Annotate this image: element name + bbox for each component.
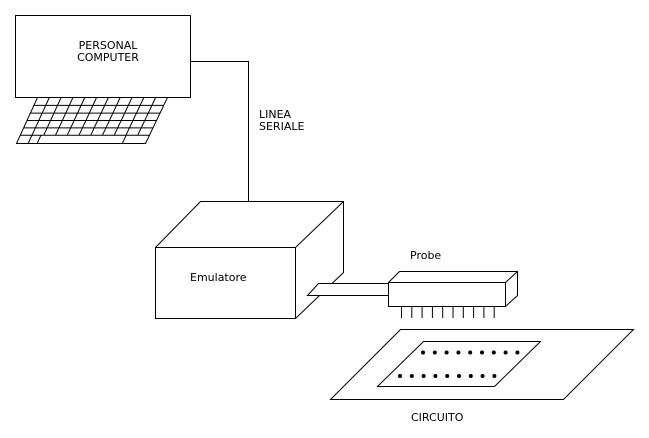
keyboard-key-line xyxy=(43,97,62,136)
serial-label-line2: SERIALE xyxy=(259,120,305,133)
keyboard-icon xyxy=(15,97,169,144)
chip-pin-dot xyxy=(480,374,485,378)
keyboard-key-line xyxy=(125,97,145,136)
keyboard-space-line xyxy=(121,135,127,144)
pc-label-line2: COMPUTER xyxy=(77,51,139,64)
probe-pins xyxy=(401,307,495,318)
pc-label-line1: PERSONAL xyxy=(78,39,138,52)
keyboard-key-line xyxy=(31,97,50,136)
circuit-label: CIRCUITO xyxy=(411,411,464,424)
keyboard-key-line xyxy=(90,97,109,136)
chip-pin-dot xyxy=(492,374,497,378)
keyboard-key-line xyxy=(78,97,98,136)
chip xyxy=(376,341,542,387)
chip-pin-dot xyxy=(398,374,402,378)
serial-label: LINEA SERIALE xyxy=(259,109,304,133)
chip-pin-dot xyxy=(491,350,496,355)
chip-pin-dot xyxy=(468,350,473,355)
chip-pin-dot xyxy=(515,350,520,355)
chip-pin-dot xyxy=(433,374,438,378)
keyboard-key-line xyxy=(102,97,121,136)
personal-computer xyxy=(15,15,191,144)
keyboard-space-line xyxy=(27,135,33,144)
keyboard-key-line xyxy=(66,97,86,136)
keyboard-space-line xyxy=(36,135,42,144)
probe xyxy=(388,271,518,318)
chip-pin-dot xyxy=(456,350,461,355)
emulator-box xyxy=(155,201,344,319)
keyboard-key-line xyxy=(137,97,157,136)
circuit-board xyxy=(329,329,635,400)
chip-pin-dot xyxy=(421,350,425,355)
chip-pin-dot xyxy=(457,374,461,378)
serial-label-line1: LINEA xyxy=(259,108,292,121)
pc-monitor xyxy=(15,15,191,98)
chip-pin-dot xyxy=(421,374,426,378)
chip-pin-dot xyxy=(409,374,414,378)
chip-pin-dot xyxy=(503,350,508,355)
emulator-label: Emulatore xyxy=(190,271,247,284)
keyboard-key-line xyxy=(55,97,74,136)
keyboard-key-line xyxy=(113,97,133,136)
chip-pin-dot xyxy=(480,350,484,355)
chip-pin-dot xyxy=(432,350,437,355)
chip-pin-dot xyxy=(445,374,450,378)
chip-pin-dot xyxy=(468,374,473,378)
probe-cable xyxy=(306,283,389,296)
pc-label: PERSONAL COMPUTER xyxy=(73,40,143,64)
chip-pin-dot xyxy=(444,350,449,355)
probe-label: Probe xyxy=(410,249,442,262)
chip-pins xyxy=(398,350,520,378)
